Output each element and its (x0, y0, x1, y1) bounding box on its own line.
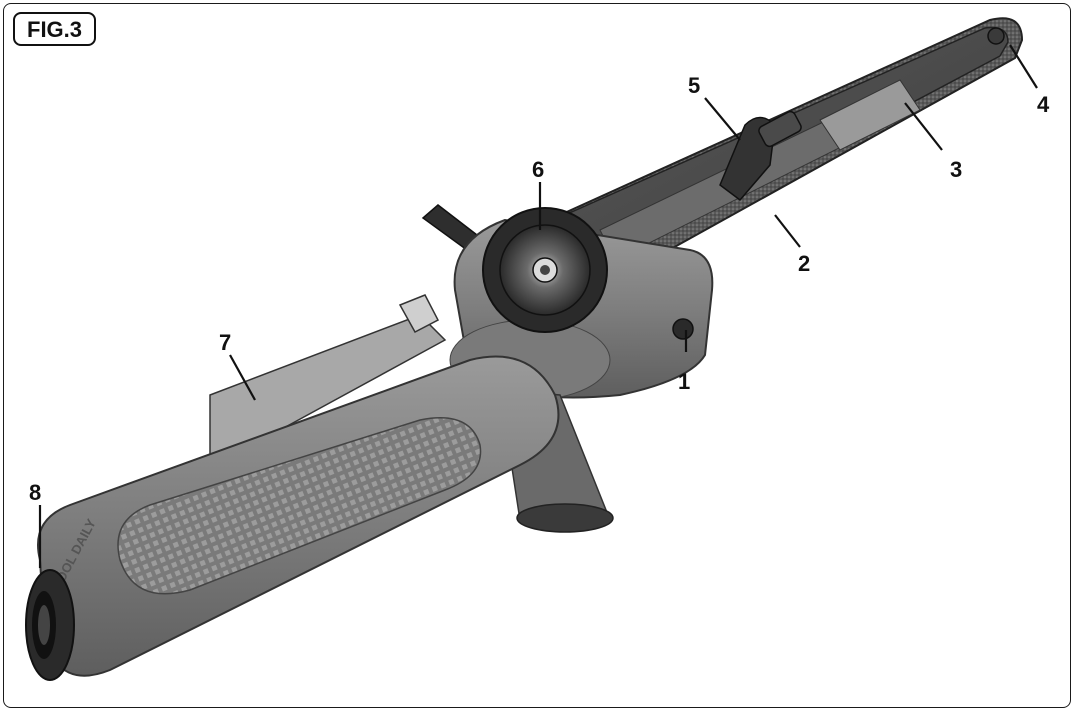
callout-labels: 1 2 3 4 5 6 7 8 (29, 73, 1050, 505)
callout-2: 2 (798, 251, 810, 276)
front-roller (987, 27, 1005, 45)
figure-label: FIG.3 (13, 12, 97, 46)
drive-wheel (482, 207, 608, 333)
handle: TOOL DAILY (37, 355, 560, 677)
grip-pad (117, 417, 482, 595)
callout-1: 1 (678, 369, 690, 394)
callout-8: 8 (29, 480, 41, 505)
tension-lever (719, 110, 802, 202)
leader-lines (38, 44, 1038, 568)
exhaust-ring (516, 503, 614, 533)
leader-7 (229, 354, 256, 401)
speed-adjust-screw (672, 318, 694, 340)
leader-3 (904, 102, 943, 151)
air-inlet (25, 569, 75, 681)
callout-7: 7 (219, 330, 231, 355)
leader-2 (774, 214, 801, 248)
leader-5 (704, 97, 741, 141)
throttle-lever (209, 294, 447, 461)
leader-4 (1009, 44, 1038, 89)
callout-3: 3 (950, 157, 962, 182)
figure-frame (3, 3, 1071, 708)
callout-5: 5 (688, 73, 700, 98)
callout-4: 4 (1037, 92, 1050, 117)
callout-6: 6 (532, 157, 544, 182)
